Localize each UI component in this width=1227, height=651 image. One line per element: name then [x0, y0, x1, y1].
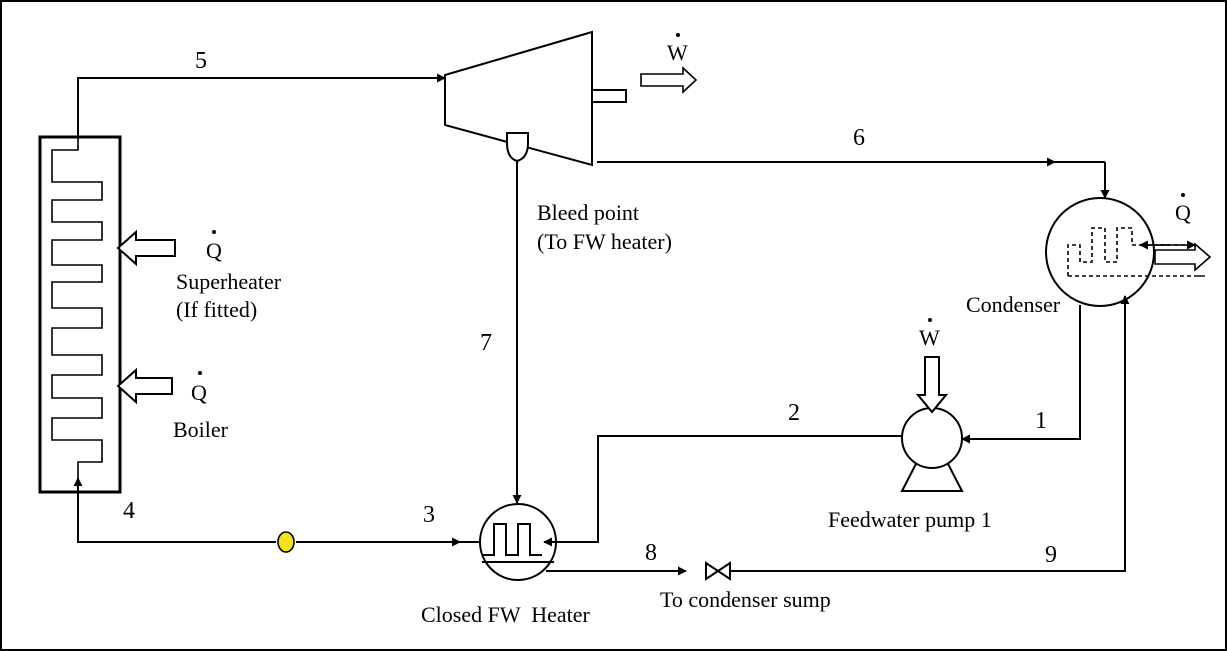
boiler-tube-coil	[51, 137, 103, 478]
boiler-label: Boiler	[173, 417, 229, 442]
condenser	[1045, 197, 1212, 307]
stream-label-4: 4	[123, 498, 135, 524]
pipe-stream-2	[543, 435, 902, 547]
condenser-coil	[1067, 227, 1195, 277]
condenser-heat-symbol: Q	[1175, 193, 1191, 225]
condenser-sump-label: To condenser sump	[660, 587, 831, 612]
stream-label-7: 7	[480, 330, 492, 356]
closed-fw-heater-label: Closed FW Heater	[421, 602, 591, 627]
condenser-heat-arrow	[1154, 242, 1212, 272]
turbine	[444, 30, 627, 167]
condenser-label: Condenser	[966, 292, 1061, 317]
superheater-note: (If fitted)	[176, 297, 257, 322]
pump-work-symbol: W	[919, 318, 940, 350]
feedwater-pump	[900, 356, 964, 492]
stream-label-5: 5	[195, 48, 207, 74]
turbine-work-arrow	[640, 66, 698, 94]
pipe-stream-1	[961, 305, 1081, 444]
bleed-port	[506, 132, 529, 163]
superheater-label: Superheater	[176, 269, 282, 294]
svg-text:Q: Q	[1175, 200, 1191, 225]
boiler-heat-symbol: Q	[191, 371, 207, 405]
stream-label-8: 8	[645, 540, 657, 566]
turbine-work-symbol: W	[667, 33, 688, 65]
stream-label-3: 3	[423, 502, 435, 528]
superheater-heat-arrow	[116, 229, 176, 267]
turbine-shaft	[591, 89, 627, 103]
pump-work-arrow	[915, 356, 949, 414]
stream-label-9: 9	[1045, 542, 1057, 568]
throttle-valve	[705, 561, 731, 581]
svg-text:Q: Q	[191, 380, 207, 405]
svg-text:W: W	[919, 325, 940, 350]
pipe-stream-5	[77, 73, 446, 137]
boiler-heat-arrow	[116, 367, 173, 405]
bleed-point-label: Bleed point	[537, 200, 639, 225]
closed-fw-heater	[479, 503, 557, 581]
bleed-point-note: (To FW heater)	[537, 229, 672, 254]
stream-label-6: 6	[853, 125, 865, 151]
feedwater-pump-label: Feedwater pump 1	[828, 507, 992, 532]
svg-text:W: W	[667, 40, 688, 65]
pump-indicator	[277, 531, 295, 553]
stream-label-1: 1	[1035, 408, 1047, 434]
superheater-heat-symbol: Q	[206, 230, 222, 263]
svg-text:Q: Q	[206, 238, 222, 263]
heater-coil	[482, 523, 542, 556]
pipe-stream-4	[73, 477, 276, 543]
pipe-stream-9	[730, 295, 1130, 572]
boiler-unit	[38, 135, 122, 494]
stream-label-2: 2	[788, 400, 800, 426]
